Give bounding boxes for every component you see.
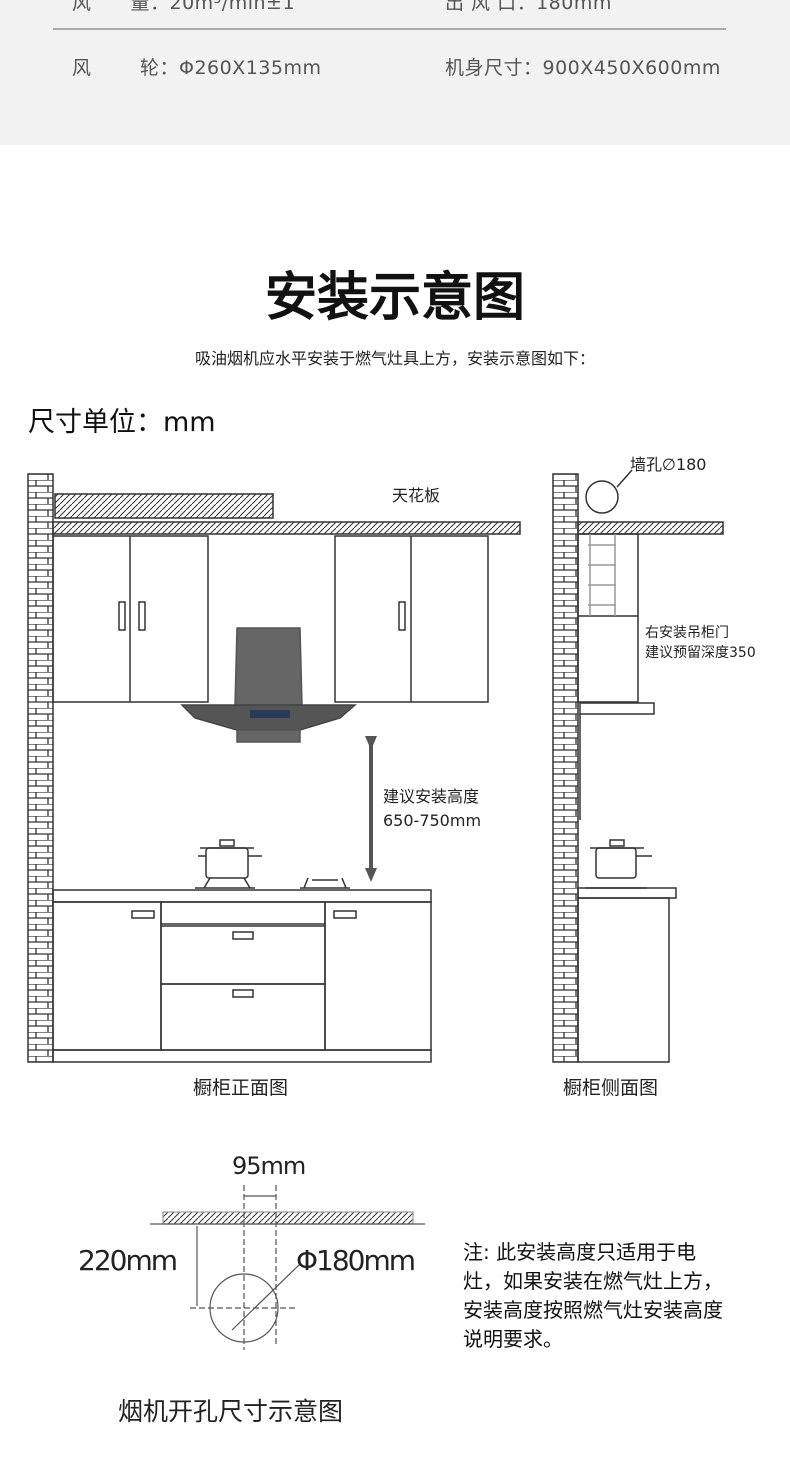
cabinet-note-2: 建议预留深度350 bbox=[645, 645, 756, 661]
ceiling-label: 天花板 bbox=[392, 486, 440, 505]
side-view bbox=[552, 469, 724, 1063]
hole-caption: 烟机开孔尺寸示意图 bbox=[118, 1397, 343, 1426]
side-caption: 橱柜侧面图 bbox=[563, 1077, 658, 1099]
range-hood bbox=[180, 627, 358, 743]
front-caption: 橱柜正面图 bbox=[193, 1077, 288, 1099]
hole-diagram bbox=[150, 1185, 425, 1350]
pot bbox=[195, 839, 262, 889]
countertop bbox=[52, 889, 432, 903]
wall-hole-label: 墙孔∅180 bbox=[630, 455, 706, 474]
height-label: 建议安装高度 bbox=[383, 787, 479, 806]
diameter-label: Φ180mm bbox=[296, 1244, 414, 1277]
unit-label: 尺寸单位：mm bbox=[28, 407, 216, 438]
spec-air-volume: 风 量：20m³/min±1 bbox=[72, 0, 296, 14]
spec-body-size: 机身尺寸：900X450X600mm bbox=[445, 57, 721, 79]
offset-label: 95mm bbox=[232, 1152, 305, 1180]
front-view bbox=[27, 473, 521, 1063]
wall bbox=[27, 473, 54, 1063]
height-offset-label: 220mm bbox=[78, 1244, 176, 1277]
subtitle: 吸油烟机应水平安装于燃气灶具上方，安装示意图如下： bbox=[194, 349, 595, 368]
height-value: 650-750mm bbox=[383, 811, 481, 830]
ceiling bbox=[52, 521, 521, 535]
burner bbox=[300, 877, 350, 889]
divider bbox=[53, 28, 726, 30]
cabinet-note-1: 右安装吊柜门 bbox=[645, 625, 729, 641]
spec-outlet: 出 风 口：180mm bbox=[445, 0, 612, 14]
installation-note: 注: 此安装高度只适用于电灶，如果安装在燃气灶上方，安装高度按照燃气灶安装高度说… bbox=[463, 1240, 723, 1351]
spec-fan: 轮：Φ260X135mm bbox=[140, 57, 322, 79]
page-title: 安装示意图 bbox=[264, 268, 525, 328]
spec-panel: 风 量：20m³/min±1 出 风 口：180mm 风 轮：Φ260X135m… bbox=[0, 0, 790, 145]
duct bbox=[54, 493, 274, 519]
spec-fan-label: 风 bbox=[72, 57, 92, 79]
height-arrow bbox=[365, 736, 377, 882]
